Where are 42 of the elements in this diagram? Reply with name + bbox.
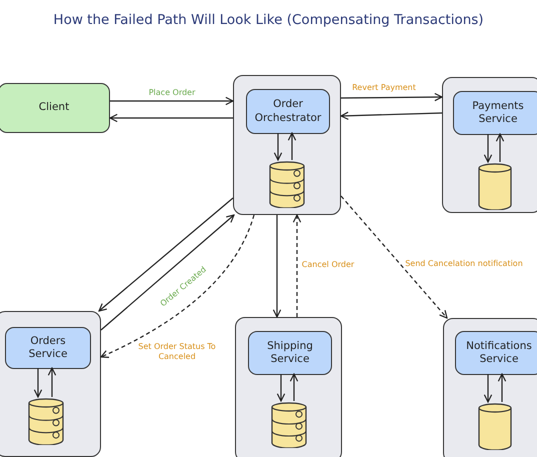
arrow	[272, 215, 282, 318]
diagram-title: How the Failed Path Will Look Like (Compensating Transactions)	[52, 12, 485, 28]
arrow	[341, 92, 443, 102]
edge-label: Revert Payment	[351, 83, 417, 93]
arrow	[340, 112, 442, 120]
arrow	[100, 214, 235, 330]
arrow	[100, 214, 255, 358]
database-cylinder	[28, 398, 64, 445]
service-box: Order Orchestrator	[246, 89, 330, 134]
service-box: Orders Service	[5, 327, 91, 369]
database-cylinder	[269, 161, 305, 208]
arrow	[498, 373, 506, 402]
database-cylinder	[478, 403, 512, 450]
service-box: Notifications Service	[455, 331, 537, 375]
edge-label: Place Order	[148, 88, 196, 98]
service-container	[233, 75, 341, 215]
arrow	[109, 114, 233, 122]
edge-label: Send Cancelation notification	[404, 259, 524, 269]
client-box: Client	[0, 83, 110, 133]
service-container	[0, 311, 101, 457]
service-box: Payments Service	[453, 91, 537, 135]
arrow	[34, 368, 42, 398]
edge-label: Cancel Order	[300, 260, 356, 270]
service-container	[442, 77, 537, 213]
arrow	[292, 214, 302, 317]
service-container	[443, 318, 537, 457]
database-cylinder	[271, 402, 307, 448]
arrow	[274, 133, 282, 161]
arrow	[288, 132, 296, 160]
database-cylinder	[478, 163, 512, 210]
arrow	[98, 198, 234, 312]
arrow	[496, 133, 504, 162]
arrow	[484, 134, 492, 163]
edge-label: Set Order Status To Canceled	[137, 342, 217, 362]
service-box: Shipping Service	[248, 331, 332, 375]
service-container	[235, 317, 342, 457]
arrow	[484, 374, 492, 403]
arrow	[290, 373, 298, 401]
arrow	[276, 374, 286, 402]
arrow	[110, 96, 234, 106]
arrow	[340, 196, 448, 319]
arrow	[48, 367, 56, 397]
